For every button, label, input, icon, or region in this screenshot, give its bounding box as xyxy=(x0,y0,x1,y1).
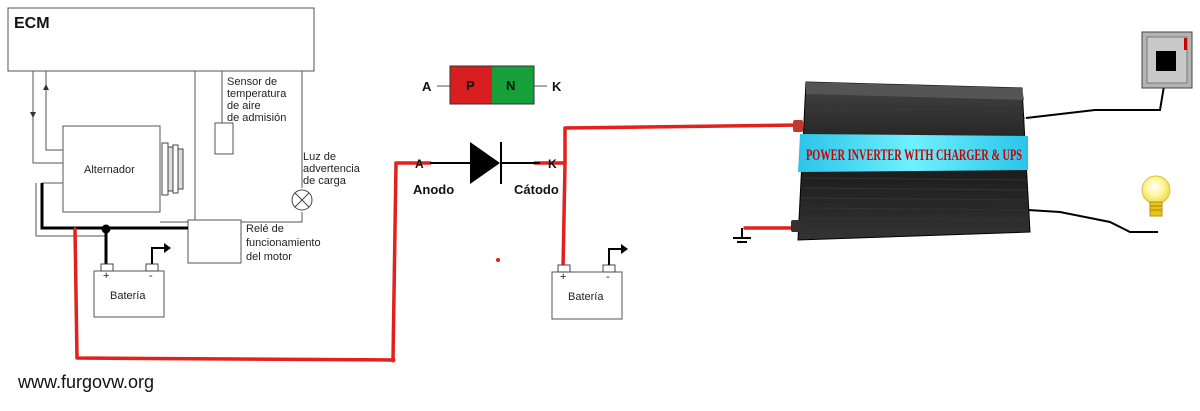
pn-junction: A P N K xyxy=(422,65,562,105)
p-region-label: P xyxy=(466,78,475,93)
battery-right-label: Batería xyxy=(568,291,604,303)
sensor-label-4: de admisión xyxy=(227,112,286,124)
battery-left-minus: - xyxy=(149,270,153,282)
battery-right: + - Batería xyxy=(551,244,628,320)
warning-label-2: advertencia xyxy=(303,163,361,175)
pn-left-letter: A xyxy=(422,79,432,94)
alternator-label: Alternador xyxy=(84,164,135,176)
sensor-label-1: Sensor de xyxy=(227,76,277,88)
battery-left-plus: + xyxy=(103,270,109,282)
ground-arrow-icon xyxy=(151,243,171,264)
red-positive-wire xyxy=(73,123,802,363)
power-inverter: POWER INVERTER WITH CHARGER & UPS xyxy=(791,81,1031,241)
relay-label-1: Relé de xyxy=(246,223,284,235)
power-socket-icon xyxy=(1141,31,1193,89)
pn-right-letter: K xyxy=(552,79,562,94)
red-dot xyxy=(496,258,500,262)
junction-dot xyxy=(101,224,111,234)
inverter-title: POWER INVERTER WITH CHARGER & UPS xyxy=(806,147,1022,164)
inverter-positive-terminal xyxy=(793,120,803,132)
battery-left-label: Batería xyxy=(110,290,146,302)
inverter-ground-icon xyxy=(733,228,751,243)
relay-label-2: funcionamiento xyxy=(246,237,321,249)
alternator-pulley-icon xyxy=(161,142,184,196)
ecm-unit: ECM xyxy=(7,7,315,72)
socket-wiring xyxy=(1025,79,1166,119)
sensor-label-3: de aire xyxy=(227,100,261,112)
alternator: Alternador xyxy=(62,125,184,213)
n-region-label: N xyxy=(506,78,515,93)
relay-label-3: del motor xyxy=(246,251,292,263)
light-bulb-icon xyxy=(1141,175,1171,217)
warning-label-1: Luz de xyxy=(303,151,336,163)
ecm-wiring xyxy=(30,71,303,237)
diode-anode-letter: A xyxy=(415,157,424,171)
charge-warning-lamp: Luz de advertencia de carga xyxy=(291,151,361,211)
diode-cathode-label: Cátodo xyxy=(514,182,559,197)
battery-left: + - Batería xyxy=(93,243,171,318)
engine-relay: Relé de funcionamiento del motor xyxy=(187,219,321,264)
diode-anode-label: Anodo xyxy=(413,182,454,197)
intake-air-temp-sensor: Sensor de temperatura de aire de admisió… xyxy=(214,76,287,155)
lamp-icon xyxy=(291,189,313,211)
inverter-negative-terminal xyxy=(791,220,801,232)
charge-wire xyxy=(40,183,188,264)
website-url: www.furgovw.org xyxy=(17,372,154,392)
warning-label-3: de carga xyxy=(303,175,347,187)
battery-right-plus: + xyxy=(560,271,566,283)
ecm-label: ECM xyxy=(14,15,50,32)
diode-triangle-icon xyxy=(470,142,500,184)
bulb-wiring xyxy=(1027,209,1158,233)
diode: A K Anodo Cátodo xyxy=(413,142,559,197)
diode-cathode-letter: K xyxy=(548,157,557,171)
battery-right-minus: - xyxy=(606,271,610,283)
ground-arrow-icon xyxy=(608,244,628,265)
sensor-label-2: temperatura xyxy=(227,88,287,100)
